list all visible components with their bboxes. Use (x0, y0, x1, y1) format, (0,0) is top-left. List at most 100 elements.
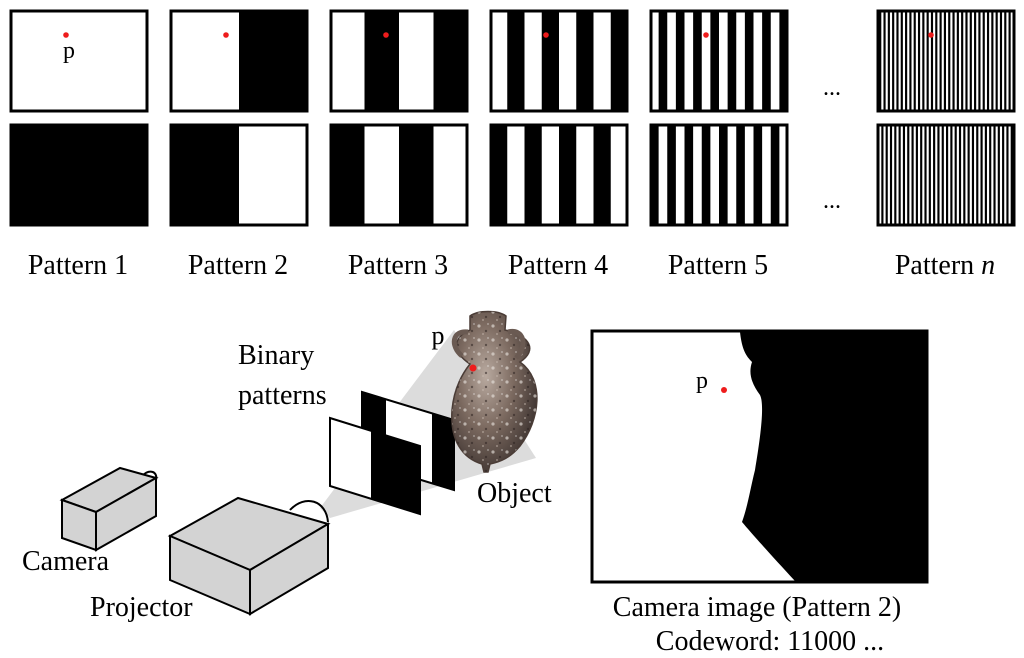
pattern-stripe (779, 10, 788, 112)
pattern-stripe (399, 124, 434, 226)
pattern-border (169, 123, 309, 227)
pattern-stripe (993, 124, 996, 226)
pattern-stripe (170, 124, 239, 226)
projector-device (167, 496, 331, 616)
pattern-stripe (667, 124, 676, 226)
pattern-stripe (989, 124, 992, 226)
camera-device (59, 466, 159, 552)
pattern-stripe (541, 10, 559, 112)
pattern-4-bottom (489, 123, 629, 227)
pattern-stripe (920, 124, 923, 226)
pattern-stripe (907, 124, 910, 226)
pattern-stripe (892, 10, 895, 112)
pattern-stripe (650, 124, 659, 226)
pattern-stripe (969, 10, 972, 112)
object-point-marker (469, 364, 477, 372)
pattern-stripe (770, 124, 780, 226)
pattern-border (489, 123, 629, 227)
pattern-stripe (900, 10, 903, 112)
pattern-stripe (917, 10, 921, 112)
ellipsis-top: ... (823, 75, 841, 101)
projector-label: Projector (90, 592, 193, 623)
pattern-5-top (649, 9, 789, 113)
pattern-6-bottom (876, 123, 1016, 227)
pattern-stripe (559, 124, 577, 226)
pattern-label-4: Pattern 4 (508, 250, 608, 281)
pattern-label-n-italic: n (981, 250, 995, 281)
pattern-stripe (939, 10, 942, 112)
pattern-stripe (593, 124, 611, 226)
pattern-4-top (489, 9, 629, 113)
object-label: Object (477, 478, 552, 509)
pattern-stripe (941, 124, 944, 226)
pattern-border (9, 9, 149, 113)
pattern-stripe (963, 124, 966, 226)
pattern-stripe (10, 124, 148, 226)
pattern-stripe (896, 10, 899, 112)
pattern-stripe (986, 10, 990, 112)
pattern-label-n: Pattern n (895, 250, 995, 281)
pattern-border (329, 9, 469, 113)
pattern-2-bottom (169, 123, 309, 227)
pattern-stripe (1004, 10, 1007, 112)
pattern-stripe (736, 124, 745, 226)
pattern-stripe (898, 124, 901, 226)
object-vase (451, 310, 538, 473)
pattern-stripe (885, 124, 888, 226)
pattern-label-3: Pattern 3 (348, 250, 448, 281)
pattern-stripe (991, 10, 994, 112)
camera-image-dark-region (740, 332, 926, 581)
pattern-stripe (956, 10, 959, 112)
pattern-stripe (701, 124, 711, 226)
pattern-border (876, 9, 1016, 113)
pattern-stripe (995, 10, 998, 112)
pattern-border (876, 123, 1016, 227)
pattern-stripe (1010, 124, 1013, 226)
pattern-stripe (909, 10, 912, 112)
pattern-point-marker (63, 32, 69, 38)
pattern-stripe (1006, 124, 1009, 226)
binary-patterns-label-line1: Binary (238, 340, 314, 371)
pattern-stripe (946, 124, 949, 226)
pattern-3-bottom (329, 123, 469, 227)
pattern-stripe (999, 10, 1003, 112)
pattern-stripe (937, 124, 940, 226)
pattern-border (489, 9, 629, 113)
pattern-stripe (971, 124, 975, 226)
pattern-stripe (753, 124, 763, 226)
pattern-point-marker (223, 32, 229, 38)
pattern-1-top (9, 9, 149, 113)
pattern-stripe (675, 10, 685, 112)
pattern-stripe (693, 10, 702, 112)
pattern-stripe (883, 10, 886, 112)
pattern-slide-front (329, 416, 421, 516)
pattern-stripe (928, 124, 931, 226)
pattern-5-bottom (649, 123, 789, 227)
pattern-stripe (507, 10, 525, 112)
pattern-6-top (876, 9, 1016, 113)
pattern-point-marker (703, 32, 709, 38)
pattern-stripe (658, 10, 668, 112)
pattern-stripe (1008, 10, 1011, 112)
camera-image-frame (590, 329, 929, 584)
pattern-stripe (935, 10, 938, 112)
pattern1-point-label: p (63, 38, 75, 64)
pattern-stripe (719, 124, 728, 226)
pattern-border (329, 123, 469, 227)
camera-image-codeword: Codeword: 11000 ... (656, 626, 884, 657)
camera-image-caption: Camera image (Pattern 2) (613, 592, 901, 623)
pattern-grid (9, 9, 1016, 227)
pattern-stripe (364, 10, 399, 112)
pattern-stripe (433, 10, 468, 112)
pattern-stripe (961, 10, 964, 112)
pattern-point-marker (928, 32, 934, 38)
pattern-stripe (967, 124, 970, 226)
pattern-stripe (954, 124, 957, 226)
pattern-stripe (762, 10, 771, 112)
pattern-stripe (982, 10, 985, 112)
pattern-stripe (974, 10, 977, 112)
pattern-stripe (239, 10, 308, 112)
ellipsis-bottom: ... (823, 188, 841, 214)
camera-image-point-marker (721, 387, 727, 393)
